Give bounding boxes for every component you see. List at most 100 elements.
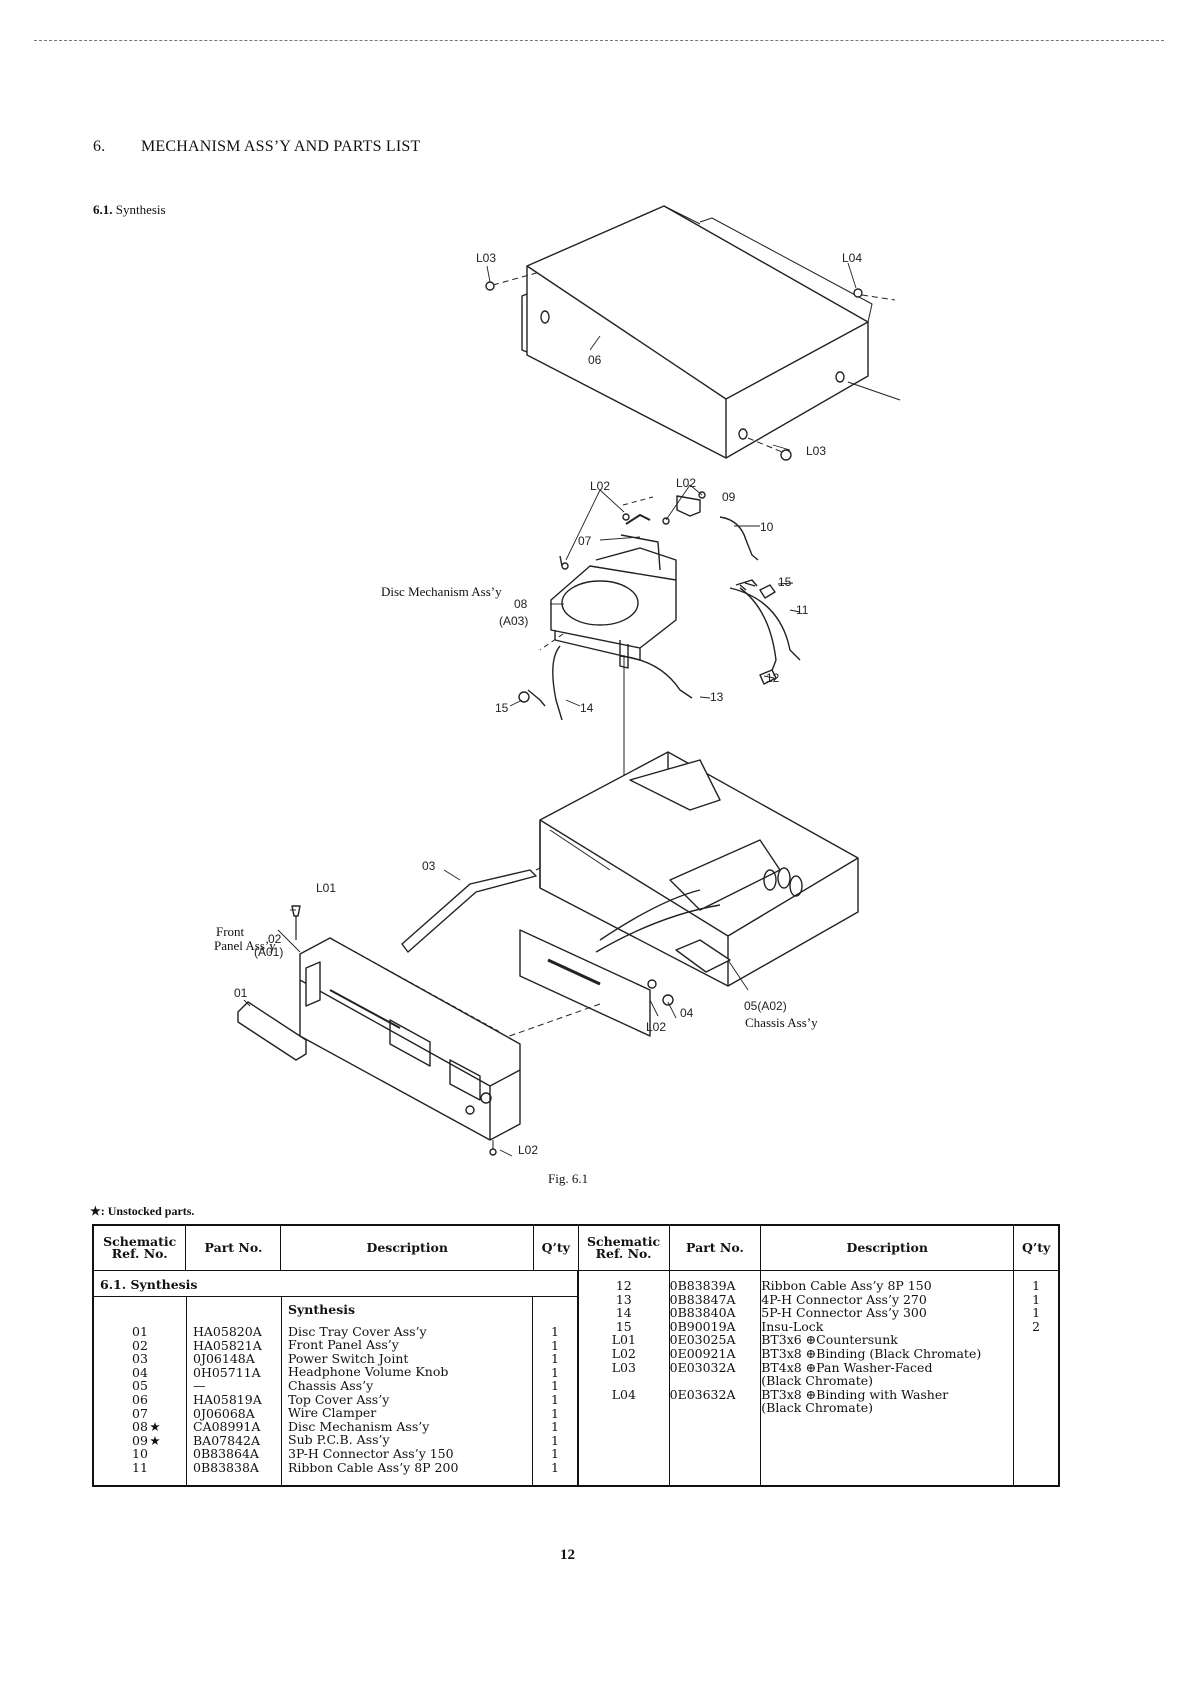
right-part-cell [670, 1374, 761, 1388]
left-qty-cell: 1 [551, 1364, 559, 1380]
right-qty-cell [1014, 1361, 1058, 1375]
callout-l03-right: L03 [806, 444, 826, 458]
left-desc-cell: Front Panel Ass’y [288, 1337, 399, 1353]
callout-10: 10 [760, 520, 774, 534]
ref-number: 09 [132, 1432, 148, 1448]
left-desc-cell: Disc Tray Cover Ass’y [288, 1323, 427, 1339]
section-title: 6.1. Synthesis [93, 202, 166, 218]
top-cover-drawing [485, 205, 901, 461]
left-ref-cell: 04 [100, 1364, 180, 1380]
right-ref-cell: L02 [611, 1345, 636, 1361]
right-desc-cell: BT3x8 ⊕Binding with Washer [761, 1386, 949, 1402]
right-qty-cell [1014, 1401, 1058, 1415]
callout-08: 08 [514, 597, 528, 611]
left-part-cell: 0B83864A [193, 1446, 259, 1462]
right-part-cell: 0B83839A [669, 1278, 736, 1293]
callout-14: 14 [580, 701, 594, 715]
left-ref-cell: 06 [100, 1393, 180, 1407]
ref-number: 06 [132, 1391, 148, 1407]
right-part-cell: 0E03032A [669, 1359, 736, 1375]
callout-09: 09 [722, 490, 736, 504]
heading-text: MECHANISM ASS’Y AND PARTS LIST [141, 138, 421, 155]
right-ref-cell: L04 [611, 1386, 636, 1402]
table-header-row: Schematic Ref. No. Part No. Description … [92, 1224, 1060, 1271]
group-title: Synthesis [288, 1302, 356, 1317]
left-qty-cell: 1 [551, 1378, 559, 1394]
left-part-cell: BA07842A [193, 1432, 261, 1448]
right-desc-cell: 5P-H Connector Ass’y 300 [761, 1305, 927, 1321]
left-part-cell: 0B83838A [193, 1459, 259, 1475]
label-disc-mechanism: Disc Mechanism Ass’y [381, 584, 502, 599]
page-number: 12 [560, 1547, 575, 1563]
unstocked-star-icon: ★ [149, 1419, 161, 1435]
ref-number: 11 [132, 1459, 148, 1475]
section-text: Synthesis [115, 202, 166, 217]
right-desc-cell: BT4x8 ⊕Pan Washer-Faced [761, 1359, 933, 1375]
callout-l03-top: L03 [476, 251, 496, 265]
right-ref-cell: 14 [615, 1305, 632, 1321]
right-desc-cell: Insu-Lock [761, 1318, 824, 1334]
left-part-cell: — [193, 1378, 206, 1394]
callout-l01: L01 [316, 881, 336, 895]
callout-07: 07 [578, 534, 592, 548]
right-qty-cell [1014, 1388, 1058, 1402]
right-qty-cell: 1 [1032, 1305, 1041, 1321]
unstocked-text: : Unstocked parts. [100, 1204, 195, 1218]
left-qty-cell: 1 [551, 1419, 559, 1435]
left-part-cell: 0J06148A [193, 1351, 255, 1367]
callout-03: 03 [422, 859, 436, 873]
left-desc-cell: Power Switch Joint [288, 1350, 409, 1366]
ref-number: 01 [132, 1324, 148, 1339]
right-qty-cell: 2 [1032, 1318, 1041, 1334]
left-desc-cell: Ribbon Cable Ass’y 8P 200 [288, 1459, 459, 1475]
left-ref-cell: 01 [100, 1325, 180, 1339]
figure-caption: Fig. 6.1 [548, 1171, 589, 1186]
right-part-cell: 0E03025A [669, 1332, 736, 1348]
callout-l02-b: L02 [676, 476, 696, 490]
right-part-cell: 0B90019A [669, 1318, 736, 1334]
left-qty-cell: 1 [551, 1391, 559, 1407]
left-part-cell: CA08991A [193, 1419, 261, 1435]
right-ref-cell [579, 1374, 669, 1388]
callout-l02-a: L02 [590, 479, 610, 493]
right-qty-cell: 1 [1032, 1291, 1041, 1307]
right-qty-cell: 1 [1032, 1278, 1041, 1293]
left-desc-cell: Disc Mechanism Ass’y [288, 1418, 430, 1434]
label-chassis: Chassis Ass’y [745, 1015, 818, 1030]
front-panel-drawing [299, 937, 521, 1141]
callout-l02-front: L02 [646, 1020, 666, 1034]
left-desc-cell: Sub P.C.B. Ass’y [288, 1432, 390, 1448]
chassis-drawing [539, 751, 859, 987]
right-desc-cell: (Black Chromate) [761, 1373, 874, 1389]
header-part: Part No. [185, 1224, 282, 1271]
left-ref-cell: 05 [100, 1379, 180, 1393]
left-ref-cell: 09★ [100, 1432, 180, 1448]
callout-15-right: 15 [778, 575, 792, 589]
callout-15-left: 15 [495, 701, 509, 715]
right-part-cell: 0B83840A [669, 1305, 736, 1321]
right-desc-cell: Ribbon Cable Ass’y 8P 150 [761, 1278, 932, 1293]
left-desc-cell: 3P-H Connector Ass’y 150 [288, 1445, 454, 1461]
table-section-title: 6.1. Synthesis [94, 1271, 577, 1297]
ref-number: 07 [132, 1405, 148, 1421]
left-desc-cell: Chassis Ass’y [288, 1377, 374, 1393]
header-desc2: Description [760, 1224, 1015, 1271]
ref-number: 08 [132, 1419, 148, 1435]
header-qty2: Q’ty [1013, 1224, 1060, 1271]
ref-number: 04 [132, 1364, 148, 1380]
callout-04: 04 [680, 1006, 694, 1020]
right-ref-cell [579, 1401, 669, 1415]
left-ref-cell: 03 [100, 1352, 180, 1366]
right-ref-cell: L01 [611, 1332, 636, 1348]
header-ref: Schematic Ref. No. [92, 1224, 187, 1271]
right-part-cell: 0E00921A [669, 1345, 736, 1361]
unstocked-note: ★: Unstocked parts. [90, 1204, 194, 1219]
right-ref-cell: 15 [615, 1318, 632, 1334]
callout-01: 01 [234, 986, 248, 1000]
